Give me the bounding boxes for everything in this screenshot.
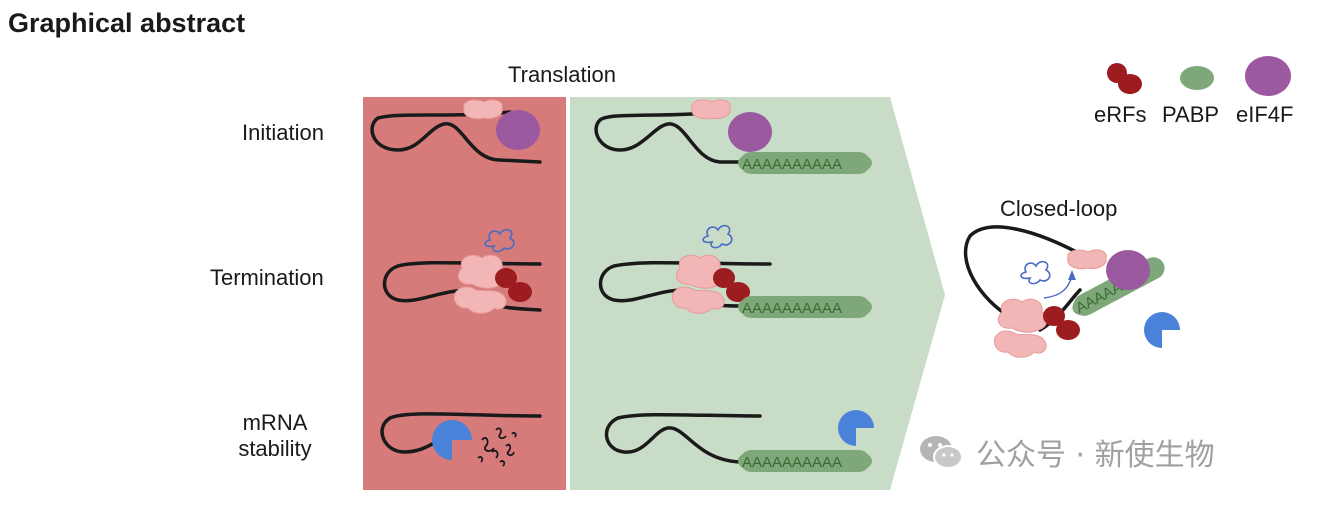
- nuclease-icon: [1144, 312, 1180, 348]
- nuclease-icon: [838, 410, 874, 446]
- termination-red: [382, 228, 542, 314]
- legend-pabp-icon: [1180, 66, 1214, 90]
- polya-text: AAAAAAAAAA: [742, 300, 842, 317]
- row-label-termination: Termination: [210, 265, 324, 290]
- row-label-mrna: mRNA: [242, 410, 308, 435]
- pabp-chain: [738, 450, 872, 472]
- legend-erfs-icon: [1107, 63, 1142, 94]
- row-label-mrna-stability: mRNA stability: [230, 410, 320, 462]
- eif4f-icon: [496, 110, 540, 150]
- legend-eif4f-label: eIF4F: [1236, 102, 1294, 127]
- polya-text: AAAAAAAAAA: [742, 454, 842, 471]
- arrow-head: [1068, 270, 1076, 280]
- graphical-abstract-heading: Graphical abstract: [8, 8, 246, 38]
- closed-loop-diagram: AAAAAAAA: [963, 225, 1180, 358]
- degraded-rna-icon: [477, 427, 517, 467]
- watermark: 公众号 · 新使生物: [918, 430, 1215, 474]
- initiation-red: [370, 99, 542, 164]
- nuclease-icon: [432, 420, 472, 460]
- eif4f-icon: [728, 112, 772, 152]
- legend-erfs-label: eRFs: [1094, 102, 1147, 127]
- initiation-green: AAAAAAAAAA: [594, 99, 872, 174]
- polya-text: AAAAAAAAAA: [742, 156, 842, 173]
- termination-green: AAAAAAAAAA: [598, 224, 872, 318]
- closed-loop-label: Closed-loop: [1000, 196, 1118, 221]
- legend-eif4f-icon: [1245, 56, 1291, 96]
- green-panel-arrow: [570, 97, 945, 490]
- row-label-initiation: Initiation: [242, 120, 324, 145]
- translation-label: Translation: [508, 62, 617, 87]
- legend-pabp-label: PABP: [1162, 102, 1220, 127]
- row-label-stability: stability: [238, 436, 312, 461]
- pabp-chain: [738, 152, 872, 174]
- stability-red: [380, 412, 542, 467]
- stability-green: AAAAAAAAAA: [604, 410, 874, 472]
- wechat-icon: [918, 433, 964, 471]
- eif4f-icon: [1106, 250, 1150, 290]
- pabp-chain: [738, 296, 872, 318]
- legend: [1107, 56, 1291, 96]
- watermark-text: 公众号 · 新使生物: [976, 438, 1215, 473]
